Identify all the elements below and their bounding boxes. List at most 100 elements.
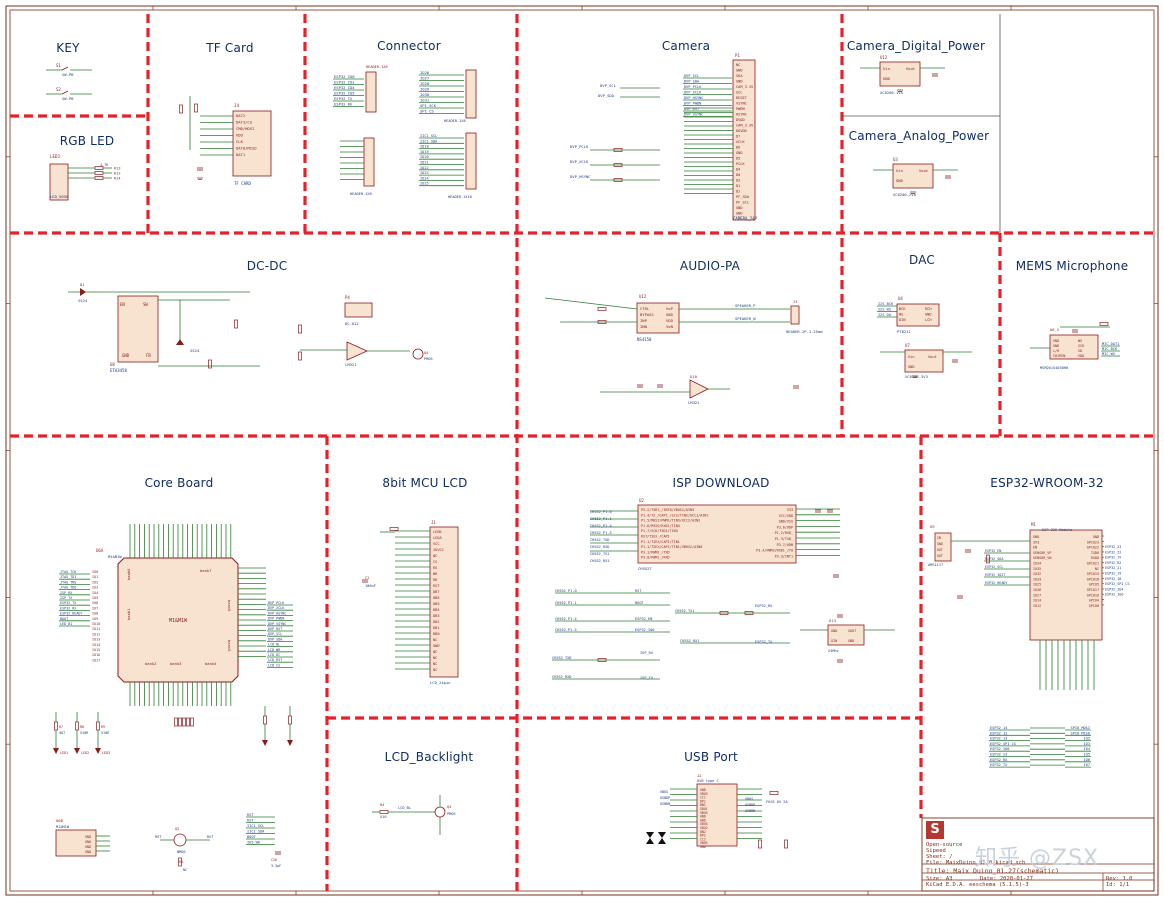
dcdc-pin: EN	[120, 302, 125, 307]
net-label: ESP32_IO0	[1105, 593, 1123, 597]
led-ref: LED1	[50, 154, 61, 159]
ldo-pin: GND	[883, 76, 891, 81]
esp32-pin: GND	[1093, 535, 1099, 539]
net-label: IIC1_SCL	[420, 134, 437, 138]
resistor-ref: R9	[101, 725, 105, 729]
dac-pin: WS	[899, 313, 903, 317]
net-label: ESP32_22	[1105, 550, 1121, 554]
resistor-ref: R7	[59, 725, 63, 729]
lcd-pin: NC	[433, 650, 437, 654]
usb-pin: DP2	[700, 834, 706, 838]
core-pin: IO2	[92, 580, 98, 584]
usb-pin: SBU1	[700, 807, 708, 811]
resistor	[986, 554, 990, 564]
net-label: IIC1_SDA	[420, 139, 438, 143]
isp-pin: P1.1/T2EX/CAP2/TIN1	[641, 540, 680, 544]
camera-pin: DOVDD	[736, 129, 747, 133]
crystal-pin: XOUT	[848, 629, 856, 633]
resistor	[179, 104, 183, 114]
camera-pin: CAM_3.3V	[736, 85, 754, 89]
net-label: ESP32_12	[990, 731, 1007, 735]
capacitor-value: 3.3pF	[271, 864, 281, 868]
camera-pin: SCL	[736, 91, 743, 95]
opamp-ref: U10	[690, 374, 698, 379]
title-block-title: Title: Maix Duino_01.27(schematic)	[926, 867, 1060, 875]
camera-pin: PCLK	[736, 162, 745, 166]
resistor	[234, 319, 238, 329]
net-label: LCD_CS	[268, 663, 280, 667]
net-label: CH552_P1.4	[555, 617, 577, 621]
net-label: CH552_P1.5	[590, 531, 612, 535]
tf-pin: DAT0/MISO	[236, 146, 257, 151]
net-label: IO26	[420, 70, 430, 75]
lcd-pin: CS	[433, 560, 437, 564]
esp32-pin: GPIO4	[1089, 599, 1099, 603]
net-label: ESP32_READY	[985, 581, 1007, 585]
camera-pin: D3	[736, 179, 740, 183]
pa-pin: VDD	[666, 318, 674, 323]
net-label: I2S_WS	[878, 308, 891, 312]
crystal-body	[827, 624, 865, 646]
title-block-line: Sipeed	[926, 848, 946, 854]
isp-pin: P3.6/UDP	[777, 525, 793, 529]
header-value: HEADER-2P-1.25mm	[786, 329, 823, 334]
net-label: ESP32_TX	[990, 763, 1008, 767]
resistor	[174, 717, 178, 727]
section-title-rgb-led: RGB LED	[59, 134, 115, 148]
section-title-camera-analog-power: Camera_Analog_Power	[848, 129, 990, 143]
usb-pin: VBUS	[700, 811, 708, 815]
section-title-dac: DAC	[908, 253, 936, 267]
net-label: SPEAKER_N	[735, 316, 756, 321]
lcd-pin: DB1	[433, 626, 440, 630]
net-label: ESP32_21	[1105, 566, 1121, 570]
net-label: ESP32_23	[1105, 545, 1121, 549]
isp-ch552-body	[637, 504, 797, 564]
camera-pin: D5	[736, 157, 740, 161]
isp-pin: P1.2/RXD_	[775, 531, 794, 535]
resistor	[94, 176, 104, 180]
core-bank-label: bank4	[205, 661, 217, 666]
isp-pin: P1.7/SCK/TXD1/TIN5	[641, 529, 678, 533]
led-value: LED_5050	[50, 194, 69, 199]
camera-pin: RESET	[736, 96, 748, 100]
usb-pin: VBUS	[700, 792, 708, 796]
camera-pin: D0	[736, 173, 740, 177]
ldo-body	[892, 163, 934, 189]
dac-pin: LCH	[925, 318, 932, 322]
pmos-ref: Q4	[424, 351, 428, 355]
net-label: CH552_P1.1	[590, 517, 612, 521]
net-label: RST	[635, 589, 642, 593]
resistor-ref: R14	[114, 177, 121, 181]
esp32-pin: GPIO22	[1087, 546, 1099, 550]
esp32-pin: GPIO0	[1089, 604, 1099, 608]
lcd-pin: NC	[433, 554, 437, 558]
net-label: IO2	[1084, 737, 1091, 741]
core-pin: IO1	[92, 575, 98, 579]
esp32-pin: GPIO18	[1087, 577, 1099, 581]
resistor	[96, 721, 100, 731]
lcd-pin: RD	[433, 578, 437, 582]
title-block-size: Size: A3	[926, 876, 953, 882]
dc-jack-value: DC-012	[345, 321, 359, 326]
section-title-esp32: ESP32-WROOM-32	[990, 476, 1104, 490]
diode-symbol	[176, 339, 184, 345]
speaker-header	[790, 305, 800, 325]
net-label: RST	[155, 835, 162, 839]
net-label: CH552_P1.0	[555, 589, 577, 593]
opamp-value: LM321	[345, 362, 357, 367]
resistor-ref: R8	[80, 725, 84, 729]
core-bank-label: bank6	[227, 600, 232, 612]
core-pin: IO13	[92, 638, 100, 642]
resistor	[94, 171, 104, 175]
resistor	[613, 163, 623, 167]
camera-pin: HSYNC	[736, 113, 747, 117]
mic-pin: CHIPEN	[1053, 354, 1065, 358]
led-symbol	[262, 740, 268, 746]
net-label: CH552_P1.1	[555, 601, 577, 605]
isp-pin: P3.7/UDM	[777, 543, 793, 547]
section-title-key: KEY	[56, 41, 80, 55]
net-label: RST	[247, 819, 254, 823]
net-label: JTAG_TDO	[60, 586, 76, 590]
core-pin: IO5	[92, 596, 98, 600]
dac-body	[896, 303, 940, 327]
